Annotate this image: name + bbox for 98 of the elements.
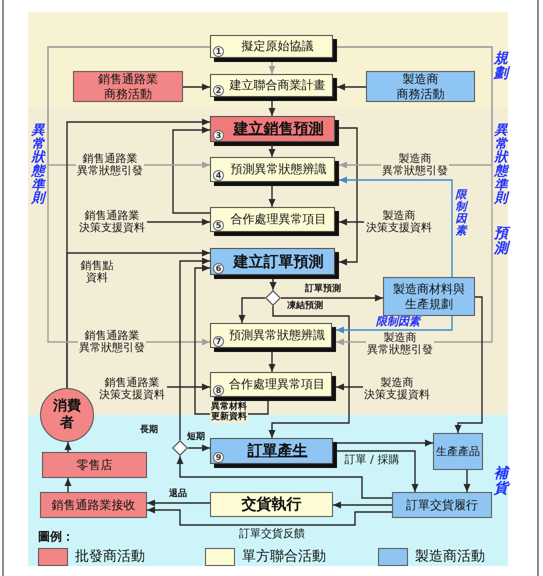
arrow	[183, 84, 210, 90]
arrow	[339, 218, 364, 226]
step-number: 1	[213, 46, 224, 57]
arrow	[337, 440, 433, 446]
edge-label: 凍結預測	[286, 302, 324, 312]
step-title: 擬定原始協議	[242, 40, 314, 54]
phase-label: 預測	[494, 226, 508, 256]
arrow	[336, 384, 363, 390]
edge-label: 銷售通路業異常狀態引發	[78, 330, 146, 354]
edge-label: 製造商異常狀態引發	[381, 152, 449, 178]
arrow	[268, 146, 276, 157]
arrow	[167, 384, 210, 390]
step-number: 4	[213, 170, 224, 181]
arrow	[47, 46, 210, 346]
arrow	[268, 186, 276, 207]
arrow	[281, 294, 383, 302]
process-box	[210, 157, 339, 186]
step-number: 8	[213, 385, 224, 396]
arrow	[268, 306, 350, 438]
edge-label: 製造商決策支援資料	[365, 210, 433, 234]
edge-label: 銷售通路業決策支援資料	[98, 376, 166, 402]
arrow	[238, 297, 265, 323]
edge-label: 限制因素	[454, 188, 468, 238]
arrow	[66, 250, 210, 388]
step-number: 2	[213, 85, 224, 96]
activity-box: 銷售通路業商務活動	[73, 71, 183, 102]
process-box	[210, 74, 337, 101]
legend-label: 單方聯合活動	[242, 549, 326, 565]
step-number: 6	[213, 263, 224, 274]
edge-label: 訂單預測	[304, 285, 342, 295]
edge-label: 製造商異常狀態引發	[366, 332, 434, 356]
arrow	[176, 456, 392, 499]
process-box	[210, 438, 337, 468]
step-title: 合作處理異常項目	[230, 212, 326, 226]
arrow	[147, 500, 210, 506]
arrow	[64, 442, 72, 452]
activity-box: 訂單交貨履行	[392, 492, 492, 518]
step-title: 建立銷售預測	[234, 120, 324, 138]
arrow	[147, 218, 210, 226]
arrow	[179, 258, 210, 440]
phase-label: 補貨	[494, 466, 508, 496]
step-number: 7	[213, 336, 224, 347]
decision-diamond	[172, 440, 188, 456]
edge-label: 銷售點資料	[80, 260, 114, 284]
step-number: 3	[213, 130, 224, 141]
step-title: 預測異常狀態辨識	[229, 328, 325, 342]
step-title: 訂單產生	[248, 442, 308, 460]
arrow	[188, 444, 210, 452]
arrow	[454, 296, 483, 433]
edge-label: 銷售通路業決策支援資料	[78, 210, 146, 234]
edge-label: 銷售通路業異常狀態引發	[76, 152, 144, 178]
arrow	[268, 62, 276, 74]
activity-box: 製造商商務活動	[366, 71, 475, 102]
arrow	[464, 470, 470, 492]
arrow	[268, 101, 276, 116]
legend-label: 批發商活動	[75, 549, 145, 565]
activity-box: 零售店	[42, 452, 147, 478]
arrow	[64, 478, 72, 492]
arrow	[337, 450, 418, 492]
arrow	[336, 316, 453, 334]
vertical-label: 異常狀態準則	[32, 124, 44, 206]
arrow	[147, 506, 392, 526]
edge-label: 限制因素	[375, 316, 421, 328]
arrow	[268, 352, 276, 372]
process-box	[210, 35, 337, 62]
edge-label: 長期	[139, 426, 159, 436]
edge-label: 退品	[168, 490, 188, 500]
activity-box: 交貨執行	[210, 492, 333, 517]
legend-label: 製造商活動	[415, 549, 485, 565]
process-box	[210, 323, 336, 352]
edge-label: 訂單交貨反饋	[238, 528, 306, 540]
arrow	[339, 176, 453, 277]
arrow	[172, 126, 210, 214]
activity-box: 銷售通路業接收	[40, 492, 147, 518]
activity-box: 製造商材料與生產規劃	[383, 277, 475, 316]
process-box	[210, 116, 339, 146]
process-box	[210, 372, 336, 401]
step-title: 預測異常狀態辨識	[230, 162, 326, 176]
edge-label: 製造商決策支援資料	[363, 376, 431, 402]
edge-label: 異常材料更新資料	[210, 403, 248, 423]
process-box	[210, 248, 339, 279]
arrow	[337, 84, 366, 90]
legend-title: 圖例：	[38, 530, 74, 544]
arrow	[270, 279, 276, 290]
process-box	[210, 207, 339, 236]
phase-label: 規劃	[494, 51, 508, 81]
arrow	[333, 502, 392, 508]
step-title: 建立聯合商業計畫	[230, 78, 326, 92]
step-title: 合作處理異常項目	[229, 378, 325, 392]
decision-diamond	[265, 290, 281, 306]
edge-label: 短期	[186, 433, 206, 443]
activity-box: 生產產品	[433, 433, 483, 470]
step-title: 建立訂單預測	[234, 252, 324, 270]
step-number: 9	[213, 452, 224, 463]
arrow	[339, 127, 358, 266]
edge-label: 訂單 / 採購	[344, 454, 400, 466]
vertical-label: 異常狀態準則	[494, 124, 508, 206]
step-number: 5	[213, 220, 224, 231]
